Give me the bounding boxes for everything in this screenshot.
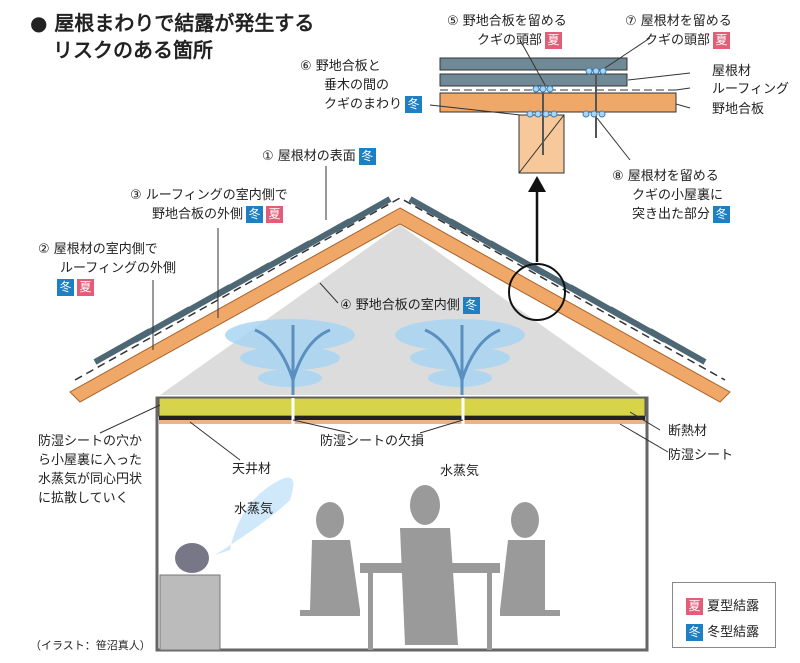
label-plywood: 野地合板 (712, 102, 765, 117)
label-roofing: ルーフィング (712, 82, 789, 97)
insulation (158, 397, 646, 417)
arrow-up-icon (528, 176, 546, 192)
label-vapor-kettle: 水蒸気 (234, 502, 274, 517)
label-4: ④ 野地合板の室内側冬 (340, 296, 480, 315)
detail-zoom-circle (508, 263, 566, 321)
page-title: ● 屋根まわりで結露が発生するリスクのある箇所 (30, 11, 315, 62)
ceiling-board (159, 420, 645, 424)
label-2: ② 屋根材の室内側でルーフィングの外側冬夏 (38, 242, 176, 296)
label-sheet-hole: 防湿シートの穴から小屋裏に入った水蒸気が同心円状に拡散していく (38, 434, 143, 506)
roof-tiles (93, 196, 707, 365)
label-vapor-sheet: 防湿シート (668, 448, 734, 463)
people-silhouettes (300, 485, 560, 650)
label-vapor-people: 水蒸気 (440, 464, 480, 479)
label-5: ⑤ 野地合板を留めるクギの頭部夏 (447, 14, 567, 49)
leader-lines (99, 37, 691, 461)
label-7: ⑦ 屋根材を留めるクギの頭部夏 (625, 14, 732, 49)
kettle (175, 543, 209, 573)
label-insulation: 断熱材 (668, 424, 708, 439)
label-6: ⑥ 野地合板と垂木の間のクギのまわり冬 (300, 57, 423, 114)
label-roof-material: 屋根材 (712, 64, 752, 79)
vapor-diffusion-left (225, 319, 355, 387)
label-1: ① 屋根材の表面冬 (262, 147, 376, 166)
detail-inset (439, 57, 677, 174)
label-sheet-defect: 防湿シートの欠損 (320, 434, 425, 449)
roofing (74, 197, 726, 381)
illustration-credit: （イラスト：笹沼真人） (30, 639, 151, 652)
label-8: ⑧ 屋根材を留めるクギの小屋裏に突き出た部分冬 (612, 167, 731, 224)
vapor-diffusion-right (395, 319, 525, 387)
plywood (69, 207, 731, 403)
vapor-arrows (254, 325, 501, 395)
legend: 夏 夏型結露 冬 冬型結露 (672, 582, 776, 648)
label-3: ③ ルーフィングの室内側で野地合板の外側冬夏 (130, 188, 288, 223)
vapor-sheet (159, 416, 645, 420)
kitchen-counter (159, 574, 221, 651)
label-ceiling: 天井材 (232, 462, 272, 477)
kettle-steam (215, 477, 294, 555)
